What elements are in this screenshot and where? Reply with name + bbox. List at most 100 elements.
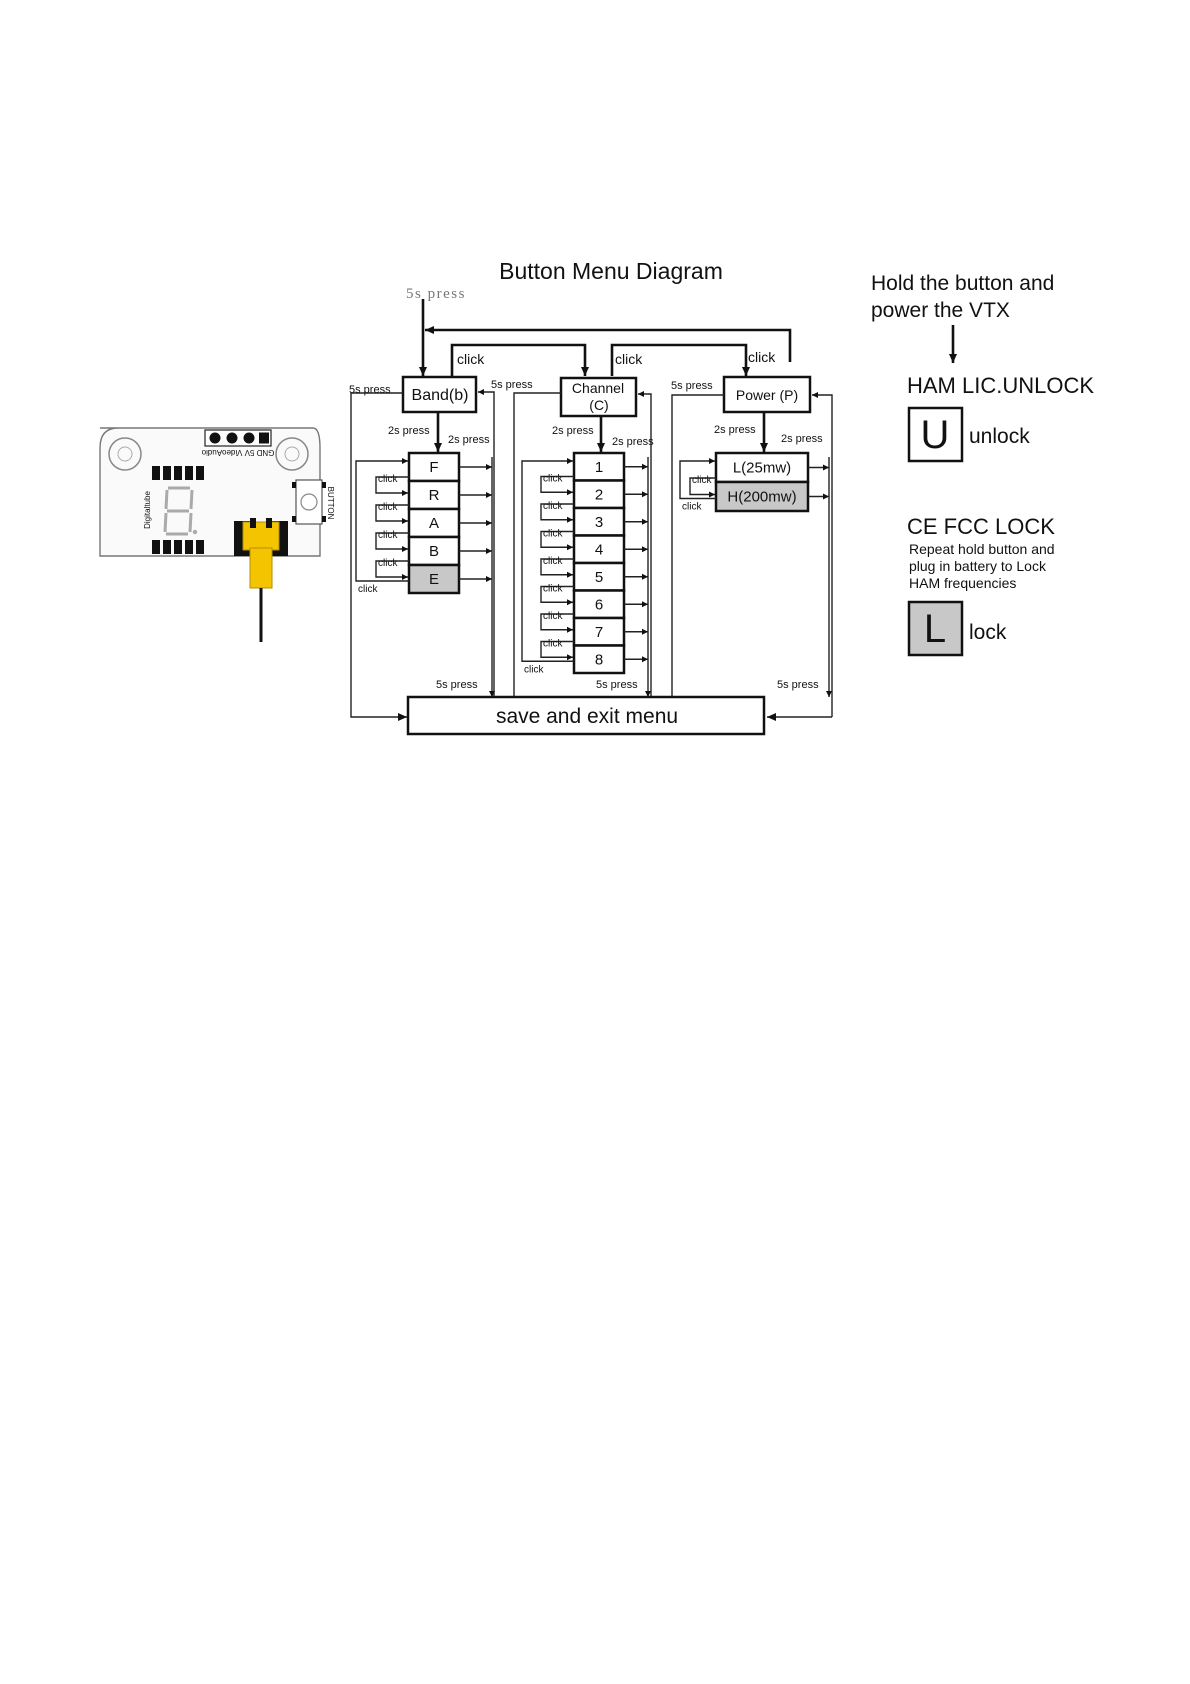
band-menu-label: Band(b) [412,387,469,404]
band-item-label: F [429,459,438,476]
power-item-label: L(25mw) [733,460,791,477]
vtx-board: GND 5V VideoAudio Digitaltube BUTTON [99,427,335,642]
power-item-label: H(200mw) [727,489,796,506]
channel-item-label: 2 [595,486,603,503]
mount-hole-icon [108,437,142,471]
top-5s-press-note: 5s press [406,286,466,302]
power-menu-box [722,375,812,414]
lock-letter: L [924,607,946,651]
press2-label: 2s press [714,424,756,436]
push-button-icon [292,479,326,525]
click-label: click [543,584,563,595]
pin-label: GND 5V VideoAudio [201,448,274,457]
click-label: click [378,502,398,513]
wrap-click-loop-arrow [355,458,409,582]
channel-item-label: 6 [595,596,603,613]
click-loop-arrow [540,558,574,578]
channel-menu-sublabel: (C) [589,397,608,413]
click-label: click [378,558,398,569]
click-label: click [543,501,563,512]
instruction-line-2: power the VTX [871,299,1010,322]
lock-desc-line-3: HAM frequencies [909,575,1016,591]
channel-menu-label: Channel [572,380,624,396]
band-item-label: A [429,515,439,532]
click-label: click [543,474,563,485]
diagram-title: Button Menu Diagram [499,258,723,284]
band-item-box [407,479,461,511]
press5-label: 5s press [436,679,478,691]
press5-label: 5s press [596,679,638,691]
press5-label: 5s press [671,380,713,392]
digitaltube-label: Digitaltube [143,491,152,529]
click-label: click [748,349,776,365]
click-loop-arrow [375,476,409,496]
save-exit-label: save and exit menu [496,705,678,728]
channel-item-box [572,479,626,510]
wrap-click-loop-arrow [679,458,716,500]
unlock-text: unlock [969,425,1030,448]
unlock-badge [907,406,964,463]
antenna-connector [234,518,288,642]
click-label: click [543,529,563,540]
wrap-click-loop-arrow [521,458,574,662]
channel-item-box [572,644,626,675]
channel-menu-box [559,376,638,418]
band-menu-box [401,375,478,414]
click-loop-arrow [375,532,409,552]
band-item-label: E [429,571,439,588]
press5-label: 5s press [777,679,819,691]
click-label: click [378,530,398,541]
click-loop-arrow [689,477,716,498]
press5-label: 5s press [491,379,533,391]
lock-desc-line-2: plug in battery to Lock [909,558,1047,574]
click-label: click [358,584,378,595]
channel-item-label: 5 [595,569,603,586]
click-loop-arrow [375,504,409,524]
unlock-letter: U [921,413,950,457]
click-label: click [457,351,485,367]
lock-title: CE FCC LOCK [907,514,1055,539]
click-loop-arrow [375,560,409,580]
channel-item-label: 8 [595,651,603,668]
click-label: click [543,556,563,567]
click-loop-arrow [540,530,574,551]
button-menu-diagram: Button Menu Diagram 5s press click click… [349,258,833,736]
click-label: click [543,639,563,650]
channel-item-label: 1 [595,459,603,476]
channel-item-box [572,534,626,565]
click-label: click [692,475,712,486]
channel-item-label: 3 [595,514,603,531]
channel-submenu: 1click2click3click4click5click6click7cli… [521,451,651,697]
click-label: click [682,502,702,513]
unlock-title: HAM LIC.UNLOCK [907,373,1094,398]
click-label: click [378,474,398,485]
save-exit-box [406,695,766,736]
lock-badge [907,600,964,657]
mount-hole-icon [275,437,309,471]
click-label: click [543,611,563,622]
press2-label: 2s press [552,425,594,437]
click-loop-arrow [540,503,574,523]
press2-label: 2s press [448,434,490,446]
lock-text: lock [969,621,1007,644]
press5-label: 5s press [349,384,391,396]
lock-instructions: Hold the button and power the VTX HAM LI… [871,272,1094,657]
channel-item-label: 7 [595,624,603,641]
button-silk-label: BUTTON [326,487,335,520]
click-label: click [524,664,544,675]
channel-item-box [572,451,626,482]
band-item-label: B [429,543,439,560]
click-loop-arrow [540,613,574,633]
press2-label: 2s press [612,436,654,448]
pin-header [204,429,272,447]
click-loop-arrow [540,640,574,661]
channel-item-box [572,561,626,592]
click-loop-arrow [540,585,574,606]
power-menu-label: Power (P) [736,387,798,403]
band-item-label: R [429,487,440,504]
click-label: click [615,351,643,367]
press2-label: 2s press [388,425,430,437]
